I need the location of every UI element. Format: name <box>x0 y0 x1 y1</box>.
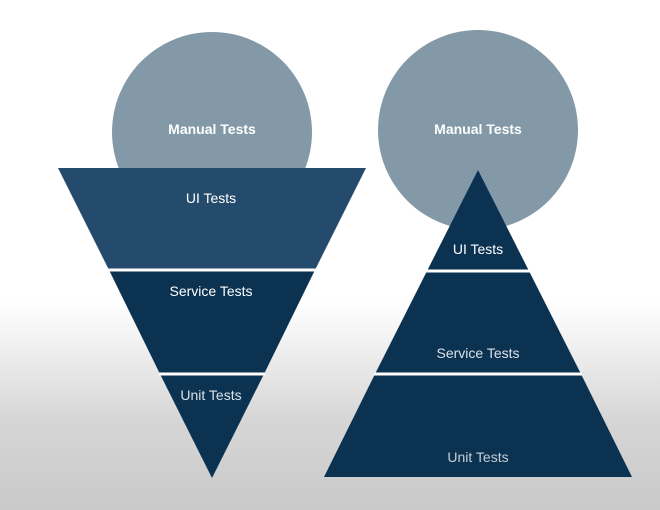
cone-manual-label: Manual Tests <box>168 121 256 137</box>
pyramid-service-layer <box>375 271 581 374</box>
cone-unit-label: Unit Tests <box>180 387 242 403</box>
ice-cream-cone <box>58 32 366 478</box>
pyramid-service-label: Service Tests <box>436 345 520 361</box>
cone-ui-label: UI Tests <box>185 190 237 206</box>
cone-ui-layer <box>58 168 366 270</box>
pyramid-unit-layer <box>324 374 632 477</box>
pyramid-ui-label: UI Tests <box>452 241 504 257</box>
cone-service-layer <box>109 270 315 374</box>
cone-unit-layer <box>160 374 264 478</box>
pyramid-manual-circle <box>378 30 578 230</box>
pyramid-manual-label: Manual Tests <box>434 121 522 137</box>
pyramid-unit-label: Unit Tests <box>447 449 509 465</box>
cone-service-label: Service Tests <box>169 283 253 299</box>
test-pyramid <box>324 30 632 477</box>
pyramid-ui-layer <box>427 170 529 271</box>
